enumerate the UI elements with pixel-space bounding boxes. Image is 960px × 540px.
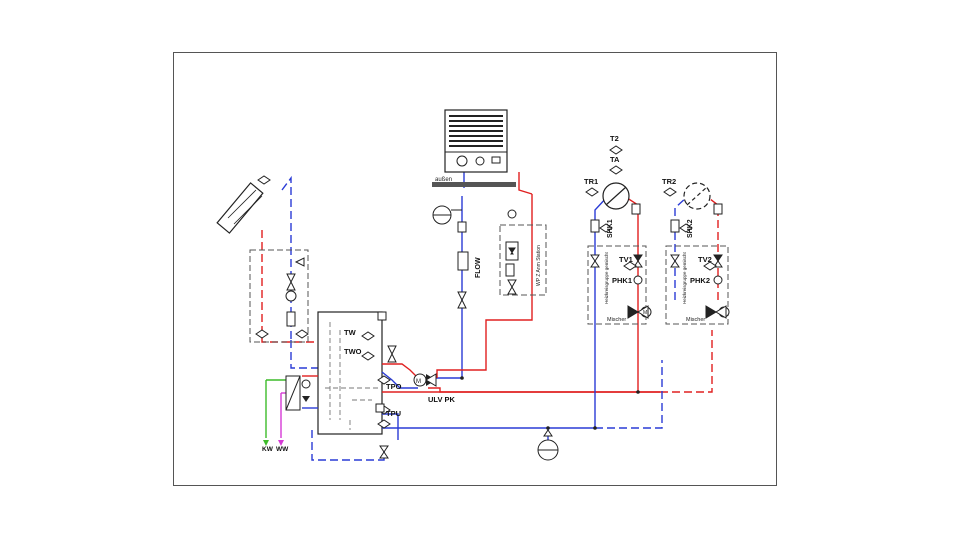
solar-station-components	[255, 257, 309, 339]
heizgruppe-2-label: Heizkreisgruppe gemischt	[682, 251, 687, 304]
shk1-components	[590, 219, 613, 233]
aussen-label: außen	[435, 177, 452, 183]
pipe-junctions	[460, 376, 640, 430]
ulv-motor-label: M	[416, 379, 421, 385]
tw-label: TW	[344, 328, 357, 337]
phk2-label: PHK2	[690, 276, 710, 285]
group-1-components	[590, 254, 652, 319]
electric-heater-components	[505, 209, 519, 295]
expansion-vessel-small-icon	[432, 205, 462, 225]
t2-label: T2	[610, 134, 619, 143]
shk1-label: SHK1	[607, 219, 614, 238]
radiator-2-icon	[683, 182, 723, 215]
foundation-bar	[432, 182, 516, 187]
two-label: TWO	[344, 347, 362, 356]
expansion-vessel-icon	[537, 429, 559, 461]
tpo-label: TPO	[386, 382, 402, 391]
heizgruppe-1-label: Heizkreisgruppe gemischt	[604, 251, 609, 304]
station-label: WP Z Anm Station	[536, 245, 542, 286]
fresh-water-heat-exchanger-icon	[285, 375, 311, 411]
buffer-storage-tank	[317, 311, 383, 435]
tr2-label: TR2	[662, 177, 676, 186]
shk2-components	[670, 219, 693, 233]
mischer-1-motor-label: M	[643, 310, 647, 316]
mischer-1-label: Mischer	[607, 317, 626, 323]
group-2-components	[670, 254, 730, 319]
tv2-label: TV2	[698, 255, 712, 264]
solar-station-box	[249, 249, 309, 343]
kw-label: KW	[262, 446, 274, 453]
domestic-water-pipes	[265, 375, 385, 461]
tank-internal-coils	[325, 322, 378, 430]
ta-label: TA	[610, 155, 620, 164]
solar-collector-icon	[216, 175, 271, 234]
ww-arrow-icon	[278, 440, 284, 446]
heating-group-1-box	[587, 245, 647, 325]
tpu-label: TPU	[386, 409, 401, 418]
phk1-label: PHK1	[612, 276, 632, 285]
heat-pump-outdoor-unit-icon	[444, 109, 508, 173]
shk2-label: SHK2	[687, 219, 694, 238]
ulv-label: ULV PK	[428, 395, 456, 404]
tv1-label: TV1	[619, 255, 633, 264]
tank-sensors	[361, 311, 397, 459]
radiator-1-icon	[602, 182, 641, 215]
t2-sensor-icon	[609, 145, 623, 155]
ww-label: WW	[276, 446, 289, 453]
heating-group-2-box	[665, 245, 729, 325]
flow-label: FLOW	[475, 257, 482, 278]
ulv-valve-icon: M	[413, 373, 437, 387]
tr2-sensor-icon	[663, 187, 677, 197]
electric-heater-station-box	[499, 224, 547, 296]
diagram-frame	[173, 52, 777, 486]
mischer-2-label: Mischer	[686, 317, 705, 323]
ta-sensor-icon	[609, 165, 623, 175]
kw-arrow-icon	[263, 440, 269, 446]
solar-loop-pipes	[261, 175, 318, 369]
tr1-label: TR1	[584, 177, 598, 186]
tr1-sensor-icon	[585, 187, 599, 197]
flow-meter-components	[457, 221, 469, 309]
